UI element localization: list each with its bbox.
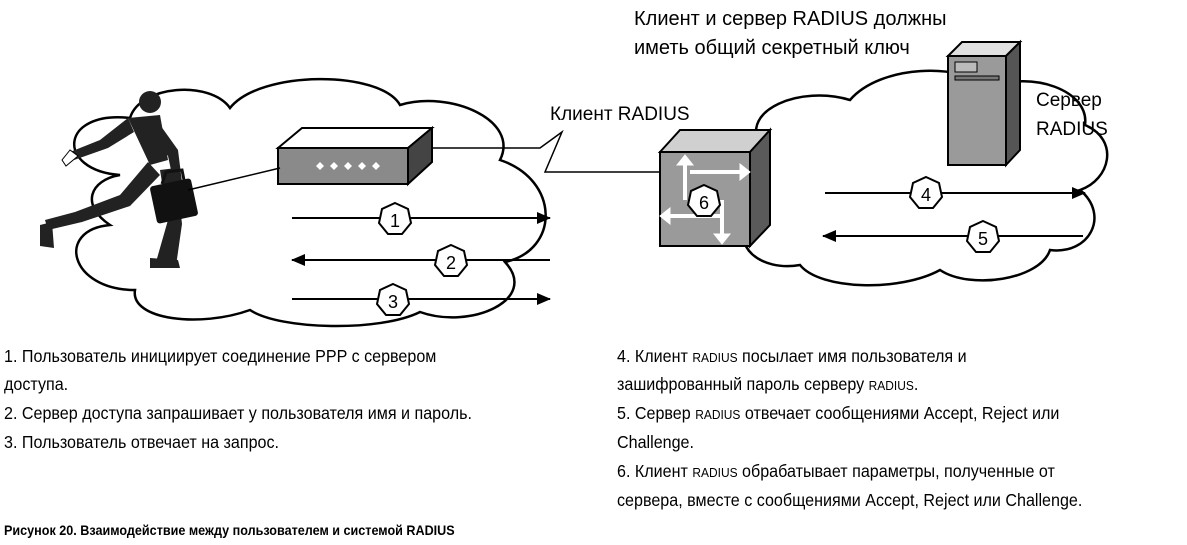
step6-text-b: обрабатывает параметры, полученные от	[737, 461, 1055, 481]
radius-client-icon	[657, 127, 773, 249]
step5-text-a: 5. Сервер	[617, 403, 696, 423]
access-server-icon	[275, 125, 435, 187]
left-step-1-line2: доступа.	[4, 374, 69, 394]
briefcase-icon	[150, 168, 198, 224]
step-marker-6-label: 6	[699, 193, 709, 213]
right-step-4-line1: 4. Клиент RADIUS посылает имя пользовате…	[617, 342, 967, 372]
step4-text-b: посылает имя пользователя и	[737, 346, 967, 366]
radius-server-icon	[945, 39, 1023, 168]
step-marker-3: 3	[375, 282, 411, 316]
step-marker-1-label: 1	[390, 211, 400, 231]
right-step-6-line2: сервера, вместе с сообщениями Accept, Re…	[617, 490, 1083, 510]
radius-server-label-line2: RADIUS	[1036, 119, 1108, 140]
radius-server-label-line1: Сервер	[1036, 90, 1102, 111]
right-step-4-line2: зашифрованный пароль серверу RADIUS.	[617, 370, 918, 400]
step-marker-1: 1	[377, 201, 413, 235]
shared-key-note-line2: иметь общий секретный ключ	[634, 37, 910, 59]
right-step-5-line1: 5. Сервер RADIUS отвечает сообщениями Ac…	[617, 399, 1059, 429]
step-marker-5: 5	[965, 219, 1001, 253]
step-marker-2-label: 2	[446, 253, 456, 273]
shared-key-note-line1: Клиент и сервер RADIUS должны	[634, 8, 947, 30]
step4-text-a: 4. Клиент	[617, 346, 693, 366]
step-marker-4: 4	[908, 175, 944, 209]
step-marker-4-label: 4	[921, 185, 931, 205]
radius-client-label: Клиент RADIUS	[550, 104, 690, 125]
radius-diagram: 1 2 3 4 5 6 Клиент и сервер RADIUS должн…	[40, 8, 1109, 328]
left-step-2: 2. Сервер доступа запрашивает у пользова…	[4, 403, 472, 423]
step-marker-6: 6	[686, 183, 722, 217]
step6-text-a: 6. Клиент	[617, 461, 693, 481]
step6-radius: RADIUS	[692, 465, 738, 480]
step-marker-2: 2	[433, 243, 469, 277]
step4-line2-text-a: зашифрованный пароль серверу	[617, 374, 869, 394]
step5-text-b: отвечает сообщениями Accept, Reject или	[740, 403, 1060, 423]
step4-line2-radius: RADIUS	[868, 378, 914, 393]
step5-radius: RADIUS	[695, 407, 741, 422]
step4-line2-text-b: .	[913, 374, 919, 394]
right-step-5-line2: Challenge.	[617, 432, 694, 452]
serial-link-line	[432, 129, 662, 173]
user-connection-line	[187, 167, 281, 191]
step-marker-3-label: 3	[388, 292, 398, 312]
left-step-1-line1: 1. Пользователь инициирует соединение PP…	[4, 346, 437, 366]
left-step-3: 3. Пользователь отвечает на запрос.	[4, 432, 280, 452]
step-marker-5-label: 5	[978, 229, 988, 249]
left-network-cloud	[73, 77, 547, 328]
step4-radius: RADIUS	[692, 350, 738, 365]
right-step-6-line1: 6. Клиент RADIUS обрабатывает параметры,…	[617, 457, 1055, 487]
figure-caption: Рисунок 20. Взаимодействие между пользов…	[4, 522, 455, 538]
